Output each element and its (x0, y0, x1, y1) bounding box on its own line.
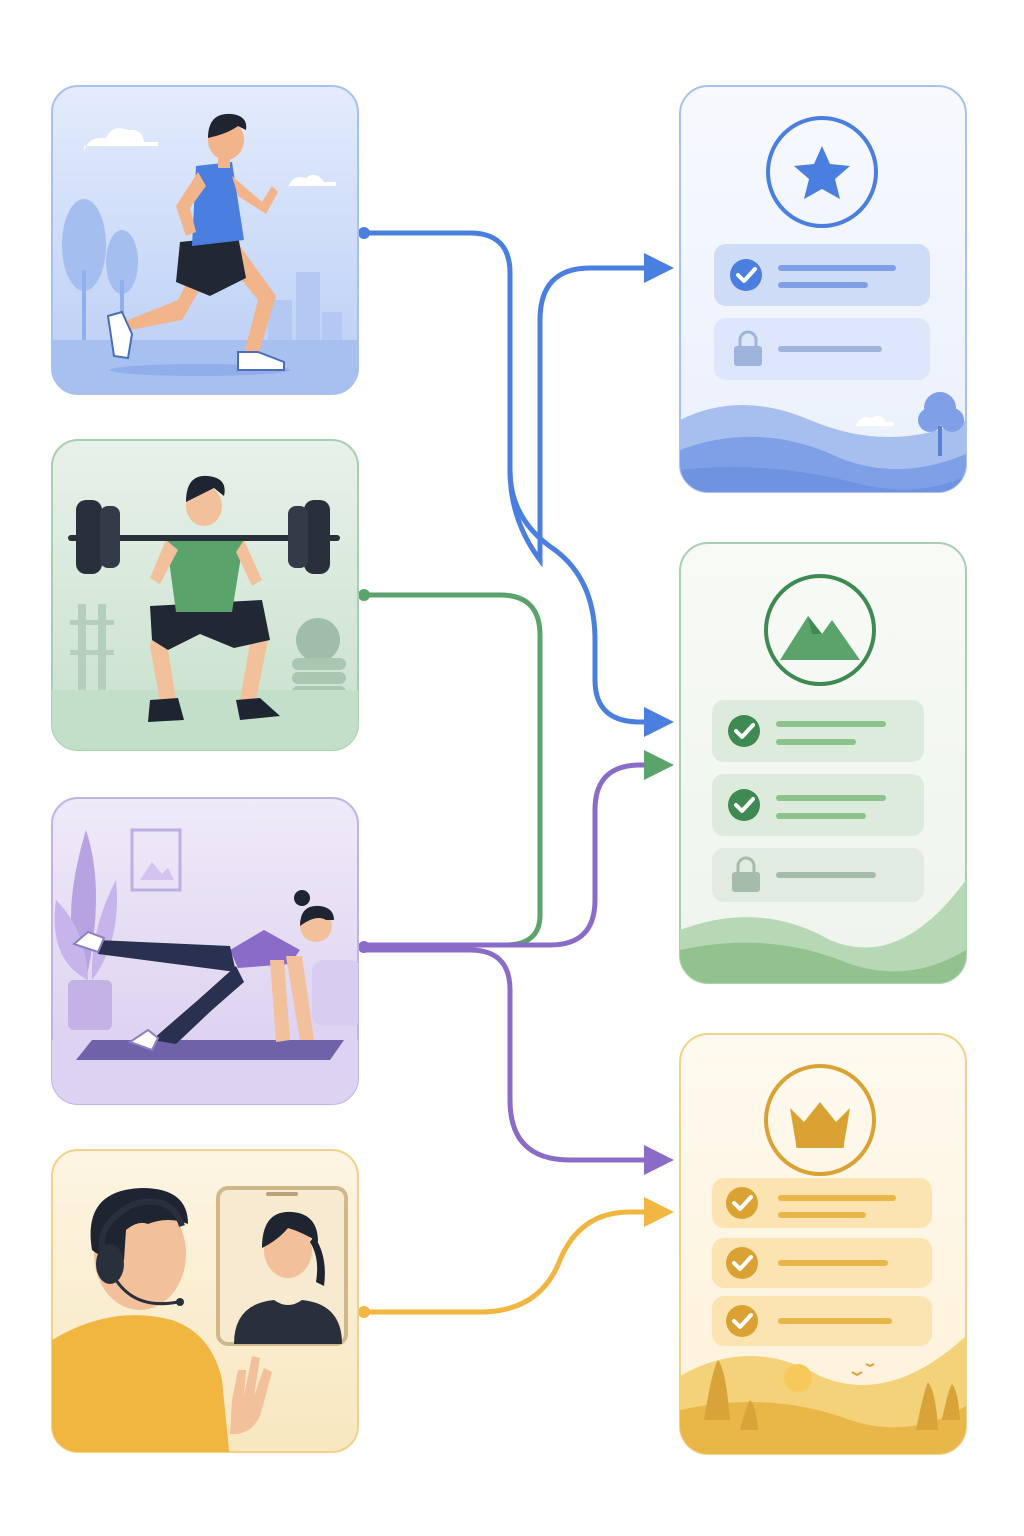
tier-card-plus[interactable] (680, 543, 966, 990)
lock-icon (734, 346, 762, 366)
tier-feature-row-checked (712, 1238, 932, 1288)
connector-start-dot (358, 941, 370, 953)
tier-card-premium[interactable] (680, 1034, 966, 1460)
lock-icon (732, 872, 760, 892)
tier-feature-row-checked (714, 244, 930, 306)
connector-online-coaching-to-premium (362, 1212, 668, 1312)
connector-home-workout-to-premium (362, 950, 668, 1160)
activity-card-online-coaching[interactable] (52, 1150, 358, 1460)
connector-weightlifting-to-plus (362, 595, 540, 945)
tier-card-basic[interactable] (680, 86, 966, 500)
tier-feature-row-checked (712, 1178, 932, 1228)
tier-feature-row-locked (714, 318, 930, 380)
tier-feature-row-checked (712, 700, 924, 762)
connector-lines (358, 227, 668, 1318)
activity-card-weightlifting[interactable] (52, 440, 358, 760)
connector-running-to-plus (510, 470, 668, 722)
connector-home-workout-to-plus (362, 765, 668, 945)
activity-card-home-workout[interactable] (52, 798, 362, 1110)
tier-feature-row-locked (712, 848, 924, 902)
connector-running-to-basic (362, 233, 668, 560)
connector-start-dot (358, 227, 370, 239)
activity-card-running[interactable] (52, 86, 358, 400)
connector-start-dot (358, 589, 370, 601)
tier-feature-row-checked (712, 774, 924, 836)
tier-feature-row-checked (712, 1296, 932, 1346)
connector-start-dot (358, 1306, 370, 1318)
